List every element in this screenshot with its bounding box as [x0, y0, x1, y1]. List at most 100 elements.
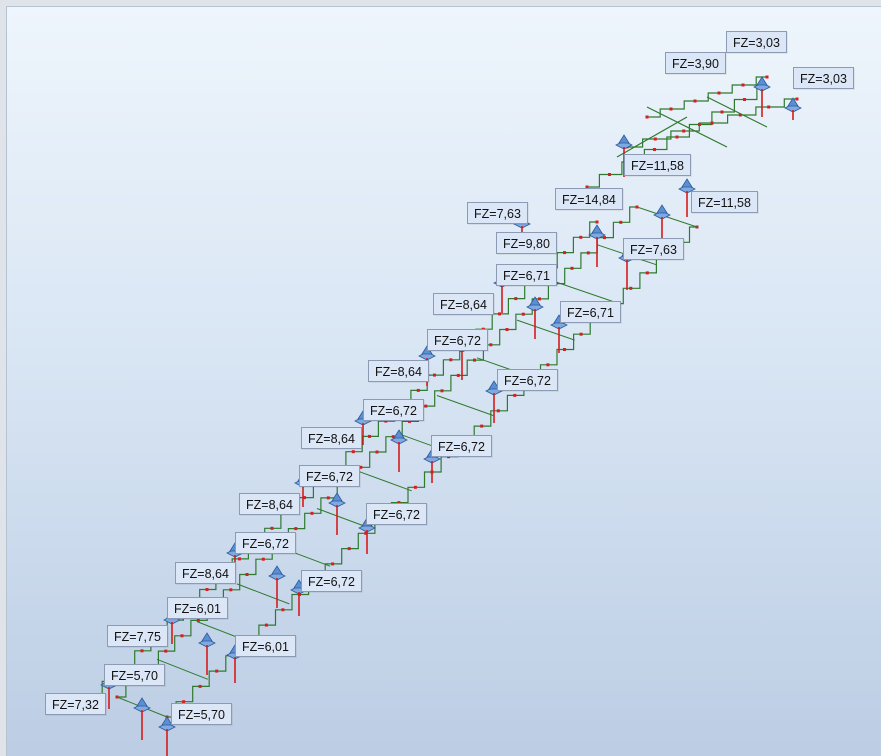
reaction-label: FZ=8,64	[433, 293, 494, 315]
reaction-label: FZ=6,72	[301, 570, 362, 592]
node-marker	[720, 110, 724, 114]
node-marker	[570, 266, 574, 270]
reaction-label: FZ=7,63	[623, 238, 684, 260]
cross-tie	[316, 508, 371, 529]
reaction-label: FZ=8,64	[175, 562, 236, 584]
landing-beam	[616, 116, 688, 158]
node-marker	[433, 373, 436, 377]
node-marker	[456, 373, 460, 377]
node-marker	[238, 557, 241, 561]
fixed-support-icon	[158, 716, 176, 732]
fixed-support-icon	[526, 296, 544, 312]
node-marker	[693, 99, 697, 103]
node-marker	[397, 501, 401, 505]
node-marker	[521, 312, 525, 316]
fixed-support-icon	[653, 204, 671, 220]
node-marker	[629, 286, 633, 290]
cross-tie	[156, 658, 208, 680]
node-marker	[767, 105, 771, 109]
node-marker	[710, 121, 714, 125]
node-marker	[505, 328, 509, 331]
node-marker	[359, 465, 363, 469]
reaction-label: FZ=3,90	[665, 52, 726, 74]
node-marker	[645, 115, 649, 119]
reaction-label: FZ=6,01	[167, 597, 228, 619]
node-marker	[198, 684, 202, 688]
node-marker	[140, 649, 144, 653]
reaction-label: FZ=6,72	[363, 399, 424, 421]
node-marker	[351, 450, 355, 454]
node-marker	[196, 618, 200, 622]
node-marker	[473, 358, 476, 362]
node-marker	[310, 511, 314, 515]
reaction-label: FZ=9,80	[496, 232, 557, 254]
node-marker	[331, 562, 335, 566]
reaction-label: FZ=14,84	[555, 188, 623, 210]
node-marker	[741, 83, 745, 87]
node-marker	[795, 97, 799, 101]
node-marker	[619, 220, 623, 224]
node-marker	[245, 573, 249, 576]
node-marker	[408, 419, 411, 423]
reaction-label: FZ=8,64	[239, 493, 300, 515]
reaction-label: FZ=7,63	[467, 202, 528, 224]
reaction-label: FZ=6,72	[497, 369, 558, 391]
reaction-label: FZ=7,75	[107, 625, 168, 647]
node-marker	[765, 75, 769, 79]
node-marker	[496, 409, 500, 413]
node-marker	[215, 669, 219, 673]
node-marker	[164, 649, 168, 653]
reaction-label: FZ=11,58	[624, 154, 691, 176]
node-marker	[205, 588, 209, 591]
node-marker	[645, 271, 649, 275]
reaction-label: FZ=8,64	[301, 427, 362, 449]
node-marker	[717, 91, 721, 95]
node-marker	[586, 251, 590, 255]
node-marker	[682, 129, 686, 133]
node-marker	[546, 363, 550, 367]
node-marker	[440, 389, 444, 393]
node-marker	[281, 608, 285, 612]
node-marker	[608, 173, 611, 176]
reaction-label: FZ=7,32	[45, 693, 106, 715]
node-marker	[424, 404, 428, 408]
node-marker	[413, 485, 417, 489]
reaction-label: FZ=6,72	[431, 435, 492, 457]
fixed-support-icon	[268, 565, 286, 581]
reaction-label: FZ=6,72	[427, 329, 488, 351]
reaction-label: FZ=3,03	[726, 31, 787, 53]
cross-tie	[516, 319, 575, 341]
fixed-support-icon	[418, 345, 436, 361]
node-marker	[653, 137, 657, 141]
reaction-label: FZ=6,72	[366, 503, 427, 525]
reaction-label: FZ=5,70	[104, 664, 165, 686]
fixed-support-icon	[753, 76, 771, 92]
cross-tie	[356, 470, 412, 492]
node-marker	[264, 623, 268, 627]
node-marker	[514, 297, 518, 301]
fixed-support-icon	[615, 134, 633, 150]
cross-tie	[436, 395, 494, 416]
node-marker	[180, 634, 184, 638]
node-marker	[416, 388, 420, 392]
landing-beam	[706, 96, 768, 128]
reaction-label: FZ=8,64	[368, 360, 429, 382]
node-marker	[375, 450, 379, 454]
node-marker	[384, 419, 388, 423]
node-marker	[294, 527, 298, 531]
reaction-label: FZ=6,71	[496, 264, 557, 286]
reaction-label: FZ=6,01	[235, 635, 296, 657]
node-marker	[675, 135, 679, 139]
node-marker	[261, 557, 265, 561]
fixed-support-icon	[328, 492, 346, 508]
fixed-support-icon	[198, 632, 216, 648]
reaction-label: FZ=6,71	[560, 301, 621, 323]
landing-beam	[646, 106, 728, 148]
node-marker	[270, 526, 274, 530]
model-viewport[interactable]: FZ=3,03 FZ=3,90 FZ=3,03 FZ=11,58 FZ=14,8…	[6, 6, 881, 756]
node-marker	[585, 185, 589, 189]
reaction-label: FZ=6,72	[235, 532, 296, 554]
fixed-support-icon	[133, 697, 151, 713]
node-marker	[182, 700, 186, 704]
node-marker	[563, 348, 566, 351]
